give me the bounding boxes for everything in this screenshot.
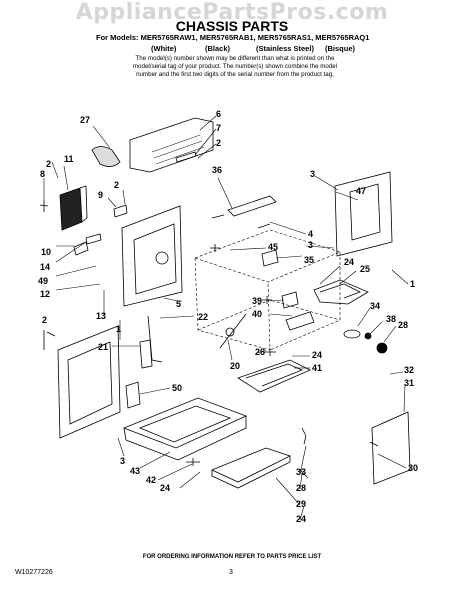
callout: 2 (216, 138, 222, 148)
callout: 3 (308, 240, 314, 250)
note-line-3: number and the first two digits of the s… (136, 71, 334, 78)
callout: 42 (146, 475, 157, 485)
callout: 8 (40, 169, 46, 179)
callout: 25 (360, 264, 371, 274)
models-line: For Models: MER5765RAW1, MER5765RAB1, ME… (96, 33, 370, 42)
callout: 36 (212, 165, 223, 175)
callout: 29 (296, 499, 307, 509)
callout: 20 (230, 361, 241, 371)
callout: 24 (344, 257, 355, 267)
callout: 49 (38, 276, 49, 286)
callout: 14 (40, 262, 51, 272)
note-line-1: The model(s) number shown may be differe… (135, 55, 335, 62)
color-black: (Black) (205, 44, 231, 53)
callout: 2 (114, 180, 120, 190)
callout: 13 (96, 311, 107, 321)
callout: 28 (296, 483, 307, 493)
callout: 40 (252, 309, 263, 319)
color-white: (White) (151, 44, 177, 53)
document-number: W10277226 (15, 569, 53, 576)
callout: 41 (312, 363, 323, 373)
callout: 50 (172, 383, 183, 393)
callout: 32 (404, 365, 415, 375)
callout: 6 (216, 109, 222, 119)
callout: 47 (356, 186, 367, 196)
callout: 26 (255, 347, 266, 357)
callout: 1 (410, 279, 416, 289)
callout: 2 (42, 315, 48, 325)
callout: 33 (296, 467, 307, 477)
callout: 4 (308, 229, 314, 239)
watermark: AppliancePartsPros.com (75, 0, 389, 25)
callout: 35 (304, 255, 315, 265)
page-number: 3 (229, 569, 233, 576)
callout: 11 (64, 154, 74, 164)
callout: 24 (160, 483, 171, 493)
callout: 9 (98, 190, 104, 200)
callout: 2 (46, 159, 52, 169)
callout: 31 (404, 378, 415, 388)
callout: 24 (296, 514, 307, 524)
page-title: CHASSIS PARTS (175, 18, 289, 34)
note-line-2: model/serial tag of your product. The nu… (132, 63, 338, 70)
callout: 10 (41, 247, 52, 257)
callout: 24 (312, 350, 323, 360)
callout: 30 (408, 463, 419, 473)
callout: 27 (80, 115, 91, 125)
callout: 22 (198, 312, 209, 322)
callout: 5 (176, 299, 182, 309)
callout: 1 (116, 324, 122, 334)
callout: 3 (120, 456, 126, 466)
callout: 45 (268, 242, 279, 252)
callout: 39 (252, 296, 263, 306)
callout: 43 (130, 466, 141, 476)
ordering-footer: FOR ORDERING INFORMATION REFER TO PARTS … (142, 554, 322, 560)
color-bisque: (Bisque) (325, 44, 355, 53)
callout: 28 (398, 320, 409, 330)
callout: 34 (370, 301, 381, 311)
callout: 38 (386, 314, 397, 324)
callout: 3 (310, 169, 316, 179)
color-stainless: (Stainless Steel) (256, 44, 314, 53)
callout: 12 (40, 289, 51, 299)
callout: 21 (98, 342, 109, 352)
callout: 7 (216, 123, 222, 133)
